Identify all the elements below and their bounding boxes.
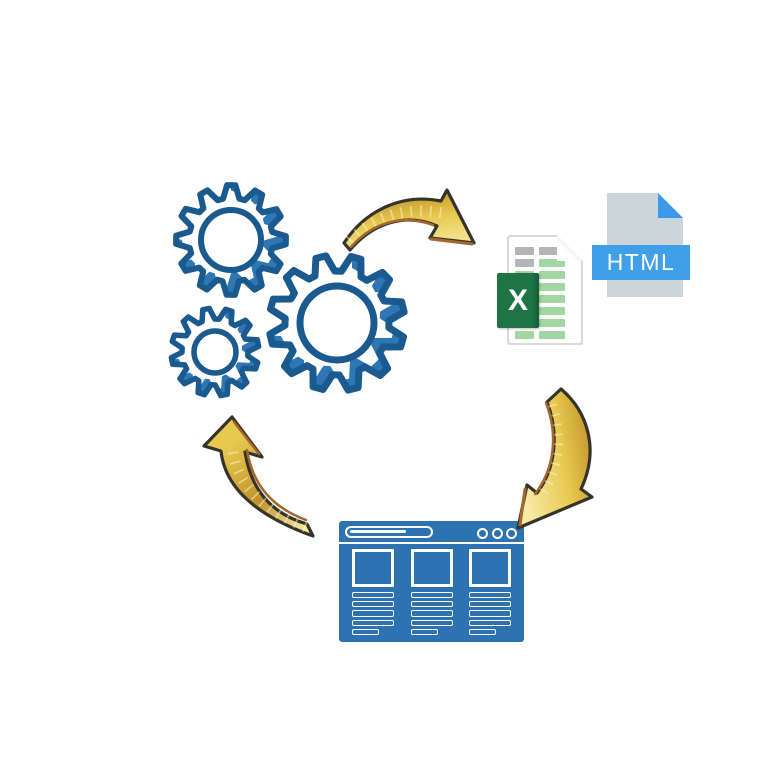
image-placeholder [469,549,511,587]
toolbar-divider [339,541,524,545]
content-column [410,549,453,638]
excel-cover: X [497,273,539,328]
arrow-files-to-webpage-icon [516,387,594,530]
text-line-placeholder [410,610,453,617]
excel-cell [539,271,565,279]
excel-cell [539,283,565,291]
text-line-placeholder [469,619,511,626]
content-column [352,549,394,638]
excel-cell [539,319,565,327]
address-bar-text-line [350,530,406,534]
excel-cell [539,331,565,339]
excel-cell [539,307,565,315]
text-line-placeholder [352,592,394,599]
gear-icon [168,305,262,399]
text-line-placeholder-short [352,628,379,635]
text-line-placeholder [410,592,453,599]
window-button-icon [506,528,517,539]
webpage-mockup [339,521,524,642]
text-line-placeholder [352,601,394,608]
excel-cell [515,259,534,267]
arrow-webpage-to-gears-icon [202,415,315,538]
text-line-placeholder-short [410,628,438,635]
window-button-icon [477,528,488,539]
excel-cell [539,295,565,303]
text-line-placeholder [469,601,511,608]
window-buttons [477,528,517,539]
gears-icon [168,182,408,399]
image-placeholder [410,549,453,587]
text-line-placeholder-short [469,628,496,635]
text-line-placeholder [352,619,394,626]
excel-cell [539,247,565,255]
text-line-placeholder [469,610,511,617]
text-line-placeholder [469,592,511,599]
window-button-icon [491,528,503,539]
excel-page-fold-icon [557,235,583,261]
html-label: HTML [606,249,676,275]
gear-icon [173,182,289,298]
excel-cell [515,331,534,339]
gear-icon [266,252,408,394]
html-file-icon: HTML [592,193,691,297]
excel-cell [539,259,565,267]
address-bar [345,526,433,538]
text-line-placeholder [410,619,453,626]
html-banner: HTML [592,245,690,280]
excel-letter: X [507,283,528,317]
webpage-content [352,549,511,638]
excel-cell [515,247,534,255]
excel-file-icon: X [497,235,589,348]
image-placeholder [352,549,394,587]
text-line-placeholder [410,601,453,608]
text-line-placeholder [352,610,394,617]
content-column [469,549,511,638]
html-page-fold-icon [658,193,683,218]
